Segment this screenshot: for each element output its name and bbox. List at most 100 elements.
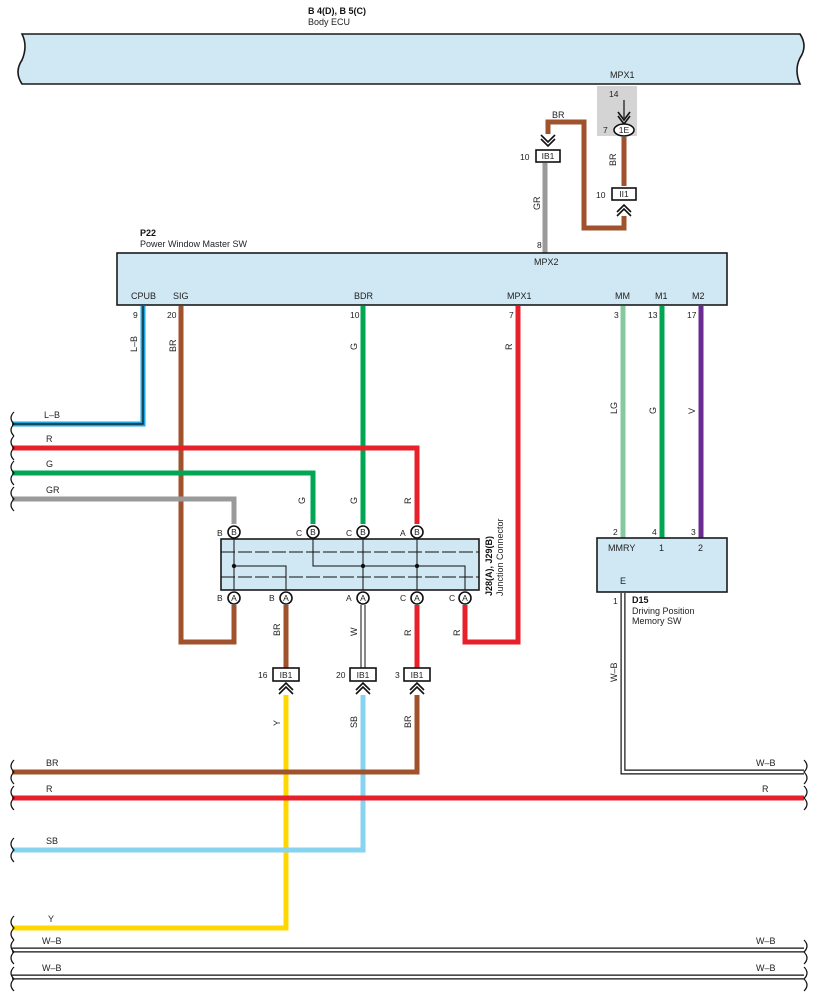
connector-ib1-a <box>272 667 300 682</box>
wire-label-jc-w: W <box>349 627 359 636</box>
pin-bdr: 10 <box>350 310 360 320</box>
jc-top-conn-1 <box>227 525 241 539</box>
wire-lb <box>12 306 146 427</box>
jc-bot-letter-5: C <box>449 593 455 603</box>
wire-label-wb-right2: W–B <box>756 936 776 946</box>
wire-label-jc-r: R <box>403 497 413 504</box>
connector-ib1-a-label: IB1 <box>280 670 293 680</box>
junction-internal-lines <box>221 539 479 590</box>
bottom-right-break-marks <box>803 759 808 992</box>
jc-top-conn-3 <box>356 525 370 539</box>
wire-label-gr: GR <box>532 196 542 210</box>
wire-label-wb-left1: W–B <box>42 936 62 946</box>
wire-label-br-vert: BR <box>608 153 618 166</box>
connector-ib1-top-chevron <box>540 134 556 148</box>
wire-label-left-g: G <box>46 459 53 469</box>
wire-left-r <box>12 445 420 524</box>
jc-bot-letter-1: B <box>217 593 223 603</box>
connector-ii1-label: II1 <box>619 189 629 199</box>
wire-br-loop <box>545 119 627 231</box>
terminal-cpub: CPUB <box>131 291 156 301</box>
memory-sw-name-2: Memory SW <box>632 616 682 626</box>
jc-bot-letter-3: A <box>346 593 352 603</box>
jc-top-conn-4 <box>410 525 424 539</box>
connector-ib1-c-pin: 3 <box>395 670 400 680</box>
connector-ib1-top-pin: 10 <box>520 152 530 162</box>
jc-bot-conn-3-label: A <box>360 593 366 603</box>
terminal-mpx1: MPX1 <box>507 291 532 301</box>
connector-ib1-top <box>535 149 561 163</box>
connector-1e-label: 1E <box>619 125 630 135</box>
wire-label-bot-br: BR <box>46 758 59 768</box>
master-sw-box <box>116 252 728 306</box>
terminal-sig: SIG <box>173 291 189 301</box>
memory-sw-name-1: Driving Position <box>632 606 695 616</box>
terminal-m2: M2 <box>692 291 705 301</box>
wire-label-v-m2: V <box>687 408 697 414</box>
master-top-pin: 8 <box>537 240 542 250</box>
jc-bot-conn-2-label: A <box>283 593 289 603</box>
connector-ii1 <box>611 187 637 201</box>
wire-label-sig-br: BR <box>168 339 178 352</box>
junction-dots <box>231 563 420 569</box>
pin-mm: 3 <box>614 310 619 320</box>
wire-label-lg: LG <box>609 402 619 414</box>
wire-label-br-top: BR <box>552 110 565 120</box>
wire-label-bot-r-right: R <box>762 784 769 794</box>
jc-top-letter-3: C <box>346 528 352 538</box>
jc-top-letter-2: C <box>296 528 302 538</box>
jc-top-conn-1-label: B <box>231 527 237 537</box>
wire-label-y: Y <box>272 720 282 726</box>
terminal-bdr: BDR <box>354 291 374 301</box>
wire-label-wb-left2: W–B <box>42 963 62 973</box>
wire-lb-stripe <box>12 306 144 425</box>
jc-bot-conn-2 <box>279 591 293 605</box>
wire-left-g <box>12 470 316 524</box>
jc-bot-conn-4-label: A <box>414 593 420 603</box>
wire-label-jc-br: BR <box>272 623 282 636</box>
master-sw-name: Power Window Master SW <box>140 239 248 249</box>
jc-bot-conn-5 <box>458 591 472 605</box>
junction-ref: J28(A), J29(B) <box>484 536 494 596</box>
memsw-pin-3: 3 <box>691 527 696 537</box>
wire-sb <box>12 695 366 853</box>
jc-top-conn-4-label: B <box>414 527 420 537</box>
junction-name: Junction Connector <box>495 518 505 596</box>
jc-bot-conn-1-label: A <box>231 593 237 603</box>
body-ecu-ref: B 4(D), B 5(C) <box>308 6 366 16</box>
connector-ib1-a-pin: 16 <box>258 670 268 680</box>
jc-top-conn-2 <box>306 525 320 539</box>
memsw-bottom-pin: 1 <box>613 596 618 606</box>
body-ecu-pin: 14 <box>609 89 619 99</box>
connector-ib1-c <box>403 667 431 682</box>
connector-ib1-c-label: IB1 <box>411 670 424 680</box>
memory-sw-ref: D15 <box>632 595 649 605</box>
connector-ib1-a-chevron <box>278 681 294 695</box>
wire-mpx1-r <box>462 306 521 645</box>
wire-label-left-gr: GR <box>46 485 60 495</box>
connector-1e-pin: 7 <box>603 125 608 135</box>
jc-top-conn-2-label: B <box>310 527 316 537</box>
memory-sw-box <box>596 537 728 593</box>
master-sw-ref: P22 <box>140 228 156 238</box>
terminal-mm: MM <box>615 291 630 301</box>
wire-label-jc-r2: R <box>403 629 413 636</box>
jc-bot-letter-2: B <box>269 593 275 603</box>
pin-mpx1: 7 <box>509 310 514 320</box>
connector-ii1-pin: 10 <box>596 190 606 200</box>
memsw-terminal-mmry: MMRY <box>608 543 635 553</box>
terminal-m1: M1 <box>655 291 668 301</box>
wire-br-low <box>12 695 420 775</box>
wire-label-lb-vert: L–B <box>129 336 139 352</box>
master-sw-top-terminal: MPX2 <box>534 257 559 267</box>
memsw-terminal-1: 1 <box>659 543 664 553</box>
connector-ii1-chevron <box>616 203 632 217</box>
connector-ib1-top-label: IB1 <box>542 151 555 161</box>
jc-bot-conn-3 <box>356 591 370 605</box>
wire-left-gr <box>12 496 237 524</box>
wire-wb-mem <box>621 593 804 774</box>
wire-label-left-r: R <box>46 434 53 444</box>
left-break-marks <box>10 411 15 512</box>
wire-label-bot-sb: SB <box>46 836 58 846</box>
